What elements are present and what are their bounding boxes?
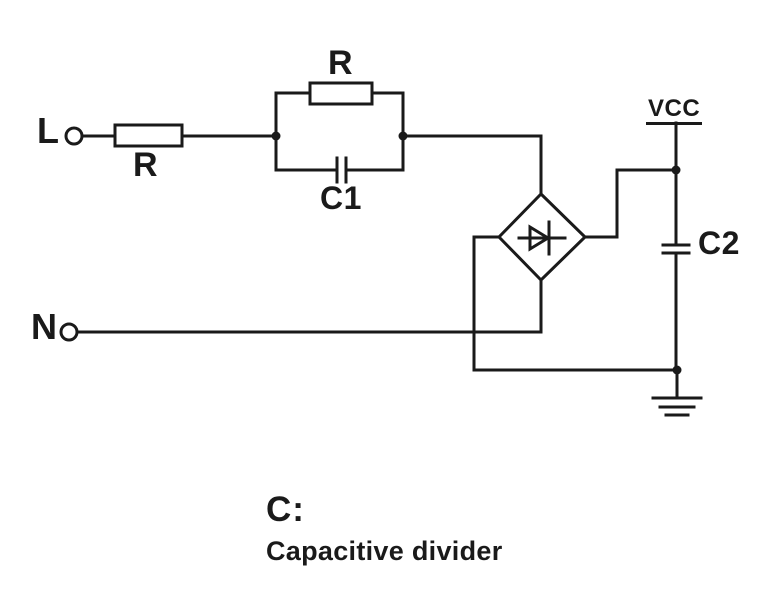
caption-description: Capacitive divider [266,536,503,566]
caption-heading: C: [266,490,305,529]
caption: C: Capacitive divider [266,492,503,565]
junction-dots [271,131,682,375]
series-resistor-icon [113,123,184,148]
live-terminal-label: L [37,110,60,151]
smoothing-capacitor-label: C2 [698,225,740,261]
live-terminal-icon [64,126,84,146]
diode-icon [517,220,567,256]
neutral-terminal-label: N [31,306,58,347]
wire [583,168,678,239]
neutral-terminal-icon [59,322,79,342]
wire [370,91,405,172]
parallel-resistor-icon [308,81,374,106]
ground-icon [651,396,703,417]
series-resistor-label: R [133,146,159,184]
wire [401,134,543,196]
divider-capacitor-label: C1 [320,180,362,216]
wire [274,91,312,172]
wire [472,235,679,372]
vcc-rail-label: VCC [646,97,703,125]
parallel-resistor-label: R [328,44,354,82]
